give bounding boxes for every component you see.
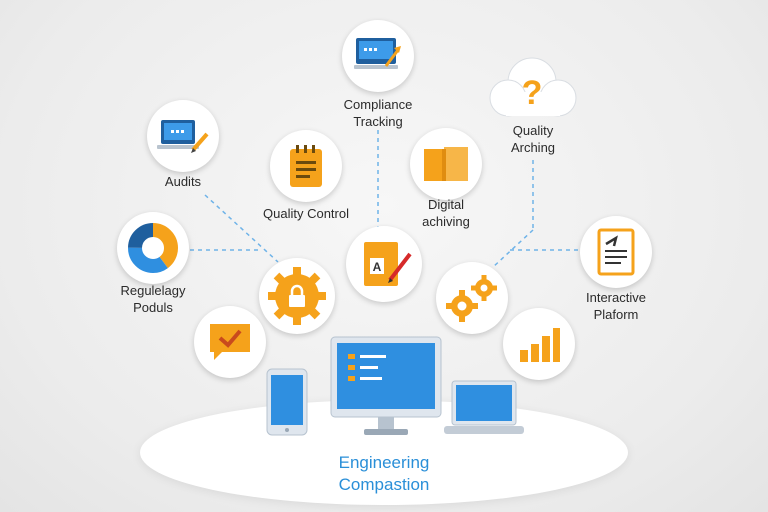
compliance-label-line1: Compliance [343, 97, 413, 112]
folder-icon [424, 147, 468, 181]
laptop-device [444, 380, 524, 436]
document-pen-icon: A [364, 242, 412, 286]
tablet-device [266, 368, 308, 436]
laptop-pencil-icon [157, 120, 209, 153]
interactive-label-line1: Interactive [586, 290, 646, 305]
chat-check-icon [210, 324, 250, 360]
quality-arching-line2: Arching [510, 140, 556, 155]
cloud-question-icon: ? [489, 57, 577, 117]
tablet-icon [266, 368, 308, 436]
regulatory-label: Regulelagy Poduls [96, 282, 210, 316]
analytics-node[interactable] [503, 308, 575, 380]
interactive-platform-node[interactable] [580, 216, 652, 288]
document-letter: A [373, 260, 382, 274]
quality-control-label: Quality Control [263, 206, 349, 221]
link-quality-arching-diag [491, 229, 534, 269]
quality-arching-line1: Quality [512, 123, 554, 138]
monitor-arrow-icon [354, 38, 401, 69]
quality-arching-node[interactable]: ? [484, 54, 580, 120]
settings-gears-node[interactable] [436, 262, 508, 334]
bar-chart-icon [520, 328, 560, 362]
donut-chart-icon [128, 223, 178, 273]
approval-chat-node[interactable] [194, 306, 266, 378]
center-title-line2: Compastion [338, 475, 430, 494]
quality-control-node[interactable] [270, 130, 342, 202]
compliance-label-line2: Tracking [353, 114, 403, 129]
center-title-line1: Engineering [338, 453, 430, 472]
document-node[interactable]: A [346, 226, 422, 302]
compliance-tracking-node[interactable] [342, 20, 414, 92]
contract-document-icon [597, 228, 635, 276]
svg-text:?: ? [522, 74, 543, 112]
digital-archiving-label: Digital achiving [396, 196, 496, 230]
notepad-icon [290, 145, 322, 187]
desktop-monitor [330, 336, 442, 438]
interactive-label-line2: Plaform [593, 307, 639, 322]
digital-label-line1: Digital [427, 197, 465, 212]
regulatory-node[interactable] [117, 212, 189, 284]
center-title: Engineering Compastion [284, 452, 484, 496]
audits-node[interactable] [147, 100, 219, 172]
monitor-icon [330, 336, 442, 435]
regulatory-label-line1: Regulelagy [120, 283, 186, 298]
gear-lock-icon [268, 267, 326, 325]
compliance-tracking-label: Compliance Tracking [318, 96, 438, 130]
link-audits [204, 194, 279, 263]
digital-archiving-node[interactable] [410, 128, 482, 200]
laptop-icon [444, 380, 524, 434]
quality-arching-label: Quality Arching [483, 122, 583, 156]
audits-label: Audits [164, 174, 202, 189]
digital-label-line2: achiving [422, 214, 470, 229]
interactive-platform-label: Interactive Plaform [564, 289, 668, 323]
security-gear-node[interactable] [259, 258, 335, 334]
gears-icon [446, 275, 497, 322]
regulatory-label-line2: Poduls [133, 300, 173, 315]
